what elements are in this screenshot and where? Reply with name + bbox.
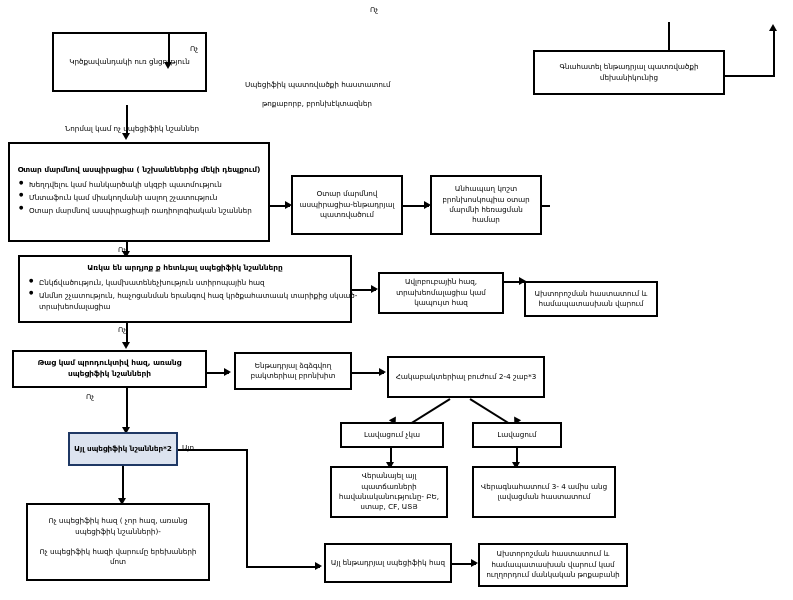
node-wet-cough-text: Թաց կամ պրոդուկտիվ հազ, առանց սպեցիֆիկ ն… — [37, 358, 182, 378]
arrowhead-other-cough-to-confirm-manage — [471, 559, 478, 567]
list-item: Անմնո շչատություն, հաչոցանման երանգով հա… — [29, 290, 363, 313]
label-no-after-trauma: Ոչ — [190, 44, 199, 53]
arrowhead-fb-to-specific — [122, 251, 130, 258]
label-no-top: Ոչ — [370, 5, 379, 14]
list-item: Մնտաֆուն կամ միակողմանի ասլող շչատությու… — [19, 192, 281, 204]
node-other-suspected-specific-cough-text: Այլ ենթադրյալ սպեցիֆիկ հազ — [330, 557, 446, 567]
node-review-other-causes-text: Վերանայել այլ պատճառների հավանականությու… — [338, 471, 440, 512]
node-no-improvement[interactable]: Լավացում չկա — [340, 422, 444, 448]
node-chest-trauma[interactable]: Կրծքավանդակի ուռ ցնցություն — [52, 32, 207, 92]
arrowhead-right-up — [769, 24, 777, 31]
node-rigid-bronchoscopy-text: Անհապաղ կոշտ բրոնխոսկոպիա օտար մարմնի հե… — [442, 184, 530, 225]
node-confirm-and-manage[interactable]: Ախտորոշման հաստատում և համապատասխան վարո… — [478, 543, 628, 587]
arrowhead-croup-to-confirm — [519, 277, 526, 285]
arrowhead-blue-to-nonspecific — [118, 498, 126, 505]
connector-wet-to-bronchitis — [207, 372, 229, 374]
node-croup-cough[interactable]: Ավլոբուբային հազ, տրախեոմալացիա կամ կապո… — [378, 272, 504, 314]
node-nonspecific-cough-line2: Ոչ սպեցիֆիկ հազի վարումը երեխաների մոտ — [39, 547, 197, 567]
arrowhead-wet-to-blue — [122, 427, 130, 434]
node-specific-signs-bullets: Ընկճվածություն, կամխատենեչխություն ստիրո… — [23, 278, 365, 314]
arrowhead-fb-to-suspected — [285, 201, 292, 209]
label-no-3: Ոչ — [86, 392, 95, 401]
connector-bronchoscopy-right — [542, 205, 550, 207]
connector-improvement-down — [516, 448, 518, 468]
connector-right-vertical — [773, 30, 775, 76]
label-no-2: Ոչ — [118, 325, 127, 334]
node-antibacterial-therapy-text: Հակաբակտերիալ բուժում 2-4 շաբ*3 — [395, 371, 537, 381]
node-confirm-diagnosis-text: Ախտորոշման հաստատում և համապատասխան վարո… — [534, 288, 648, 308]
node-wet-cough[interactable]: Թաց կամ պրոդուկտիվ հազ, առանց սպեցիֆիկ ն… — [12, 350, 207, 388]
connector-other-cough-to-confirm-manage — [452, 563, 476, 565]
connector-into-chest-trauma — [168, 32, 170, 64]
arrowhead-blue-to-other-cough — [315, 562, 322, 570]
label-specific-confirm-line1: Սպեցիֆիկ պատռվածքի հաստատում — [245, 80, 391, 89]
connector-suspected-to-bronchoscopy — [403, 205, 429, 207]
node-evaluate-mechanism-text: Գնահատել ենթադրյալ պատռվածքի մեխանիկունի… — [559, 62, 699, 82]
node-chest-trauma-text: Կրծքավանդակի ուռ ցնցություն — [69, 56, 190, 66]
node-no-improvement-text: Լավացում չկա — [364, 429, 420, 439]
node-review-other-causes[interactable]: Վերանայել այլ պատճառների հավանականությու… — [330, 466, 448, 518]
arrowhead-specific-to-croup — [371, 285, 378, 293]
arrowhead-trauma-to-fb — [122, 133, 130, 140]
node-croup-cough-text: Ավլոբուբային հազ, տրախեոմալացիա կամ կապո… — [396, 277, 486, 308]
connector-fb-to-suspected — [270, 205, 290, 207]
node-fb-aspiration-suspected[interactable]: Օտար մարմնով ասպիրացիա-ենթադրյալ պատռված… — [291, 175, 403, 235]
label-new-cough-no-specific: Նորմալ կամ ոչ սպեցիֆիկ նշաններ — [65, 124, 200, 133]
connector-bronchitis-to-antibacterial — [352, 372, 384, 374]
connector-blue-to-nonspecific — [122, 466, 124, 501]
list-item: Խեղդվելու կամ հանկարծակի սկզբի պատմությո… — [19, 180, 281, 191]
connector-croup-to-confirm — [504, 281, 524, 283]
arrowhead-no-improvement-down — [386, 462, 394, 469]
arrowhead-bronchitis-to-antibacterial — [379, 368, 386, 376]
node-improvement-text: Լավացում — [497, 429, 537, 439]
label-specific-confirm-line2: թոքաբորբ, բրոնխէկտազներ — [262, 99, 372, 108]
node-foreign-body-aspiration[interactable]: Օտար մարմնով ասպիրացիա ( նշխանեներից մեկ… — [8, 142, 270, 242]
arrowhead-suspected-to-bronchoscopy — [424, 201, 431, 209]
list-item: Ընկճվածություն, կամխատենեչխություն ստիրո… — [29, 278, 363, 289]
connector-fb-to-specific — [126, 242, 128, 254]
connector-top-into-evaluate — [668, 22, 670, 50]
connector-blue-down — [246, 449, 248, 567]
node-reassess-text: Վերագնահատում 3- 4 ամիս անց լավացման հաս… — [480, 481, 608, 501]
node-evaluate-mechanism[interactable]: Գնահատել ենթադրյալ պատռվածքի մեխանիկունի… — [533, 50, 725, 95]
list-item: Օտար մարմնով ասպիրացիայի ռադիոլոգիական ն… — [19, 205, 281, 217]
node-reassess[interactable]: Վերագնահատում 3- 4 ամիս անց լավացման հաս… — [472, 466, 616, 518]
node-protracted-bronchitis[interactable]: Ենթադրյալ ձգձգվող բակտերիալ բրոնխիտ — [234, 352, 352, 390]
connector-wet-to-blue — [126, 388, 128, 430]
node-protracted-bronchitis-text: Ենթադրյալ ձգձգվող բակտերիալ բրոնխիտ — [250, 360, 336, 380]
connector-trauma-to-fb — [126, 105, 128, 133]
connector-blue-right — [178, 449, 248, 451]
node-confirm-diagnosis[interactable]: Ախտորոշման հաստատում և համապատասխան վարո… — [524, 281, 658, 317]
label-yes: Այո — [182, 443, 195, 452]
connector-evaluate-to-right — [725, 75, 775, 77]
node-foreign-body-aspiration-bullets: Խեղդվելու կամ հանկարծակի սկզբի պատմությո… — [13, 180, 283, 218]
node-confirm-and-manage-text: Ախտորոշման հաստատում և համապատասխան վարո… — [486, 549, 620, 580]
connector-no-improvement-down — [390, 448, 392, 468]
arrowhead-into-chest-trauma — [164, 62, 172, 69]
node-improvement[interactable]: Լավացում — [472, 422, 562, 448]
node-other-suspected-specific-cough[interactable]: Այլ ենթադրյալ սպեցիֆիկ հազ — [324, 543, 452, 583]
node-specific-signs[interactable]: Առկա են արդյոք ք հետևյալ սպեցիֆիկ նշաննե… — [18, 255, 357, 323]
node-foreign-body-aspiration-header: Օտար մարմնով ասպիրացիա ( նշխանեներից մեկ… — [17, 165, 261, 175]
node-fb-aspiration-suspected-text: Օտար մարմնով ասպիրացիա-ենթադրյալ պատռված… — [299, 189, 395, 220]
arrowhead-wet-to-bronchitis — [224, 368, 231, 376]
node-nonspecific-cough-line1: Ոչ սպեցիֆիկ հազ ( չոր հազ, առանց սպեցիֆի… — [48, 516, 188, 536]
node-nonspecific-cough[interactable]: Ոչ սպեցիֆիկ հազ ( չոր հազ, առանց սպեցիֆի… — [26, 503, 210, 581]
node-other-specific-signs-text: Այլ սպեցիֆիկ նշաններ*2 — [74, 443, 172, 453]
connector-blue-to-other-cough — [246, 566, 320, 568]
connector-specific-to-croup — [352, 289, 376, 291]
node-other-specific-signs[interactable]: Այլ սպեցիֆիկ նշաններ*2 — [68, 432, 178, 466]
node-specific-signs-header: Առկա են արդյոք ք հետևյալ սպեցիֆիկ նշաննե… — [87, 263, 283, 273]
node-antibacterial-therapy[interactable]: Հակաբակտերիալ բուժում 2-4 շաբ*3 — [387, 356, 545, 398]
label-no-1: Ոչ — [118, 245, 127, 254]
arrowhead-improvement-down — [512, 462, 520, 469]
node-rigid-bronchoscopy[interactable]: Անհապաղ կոշտ բրոնխոսկոպիա օտար մարմնի հե… — [430, 175, 542, 235]
connector-specific-to-wet — [126, 323, 128, 345]
arrowhead-specific-to-wet — [122, 342, 130, 349]
